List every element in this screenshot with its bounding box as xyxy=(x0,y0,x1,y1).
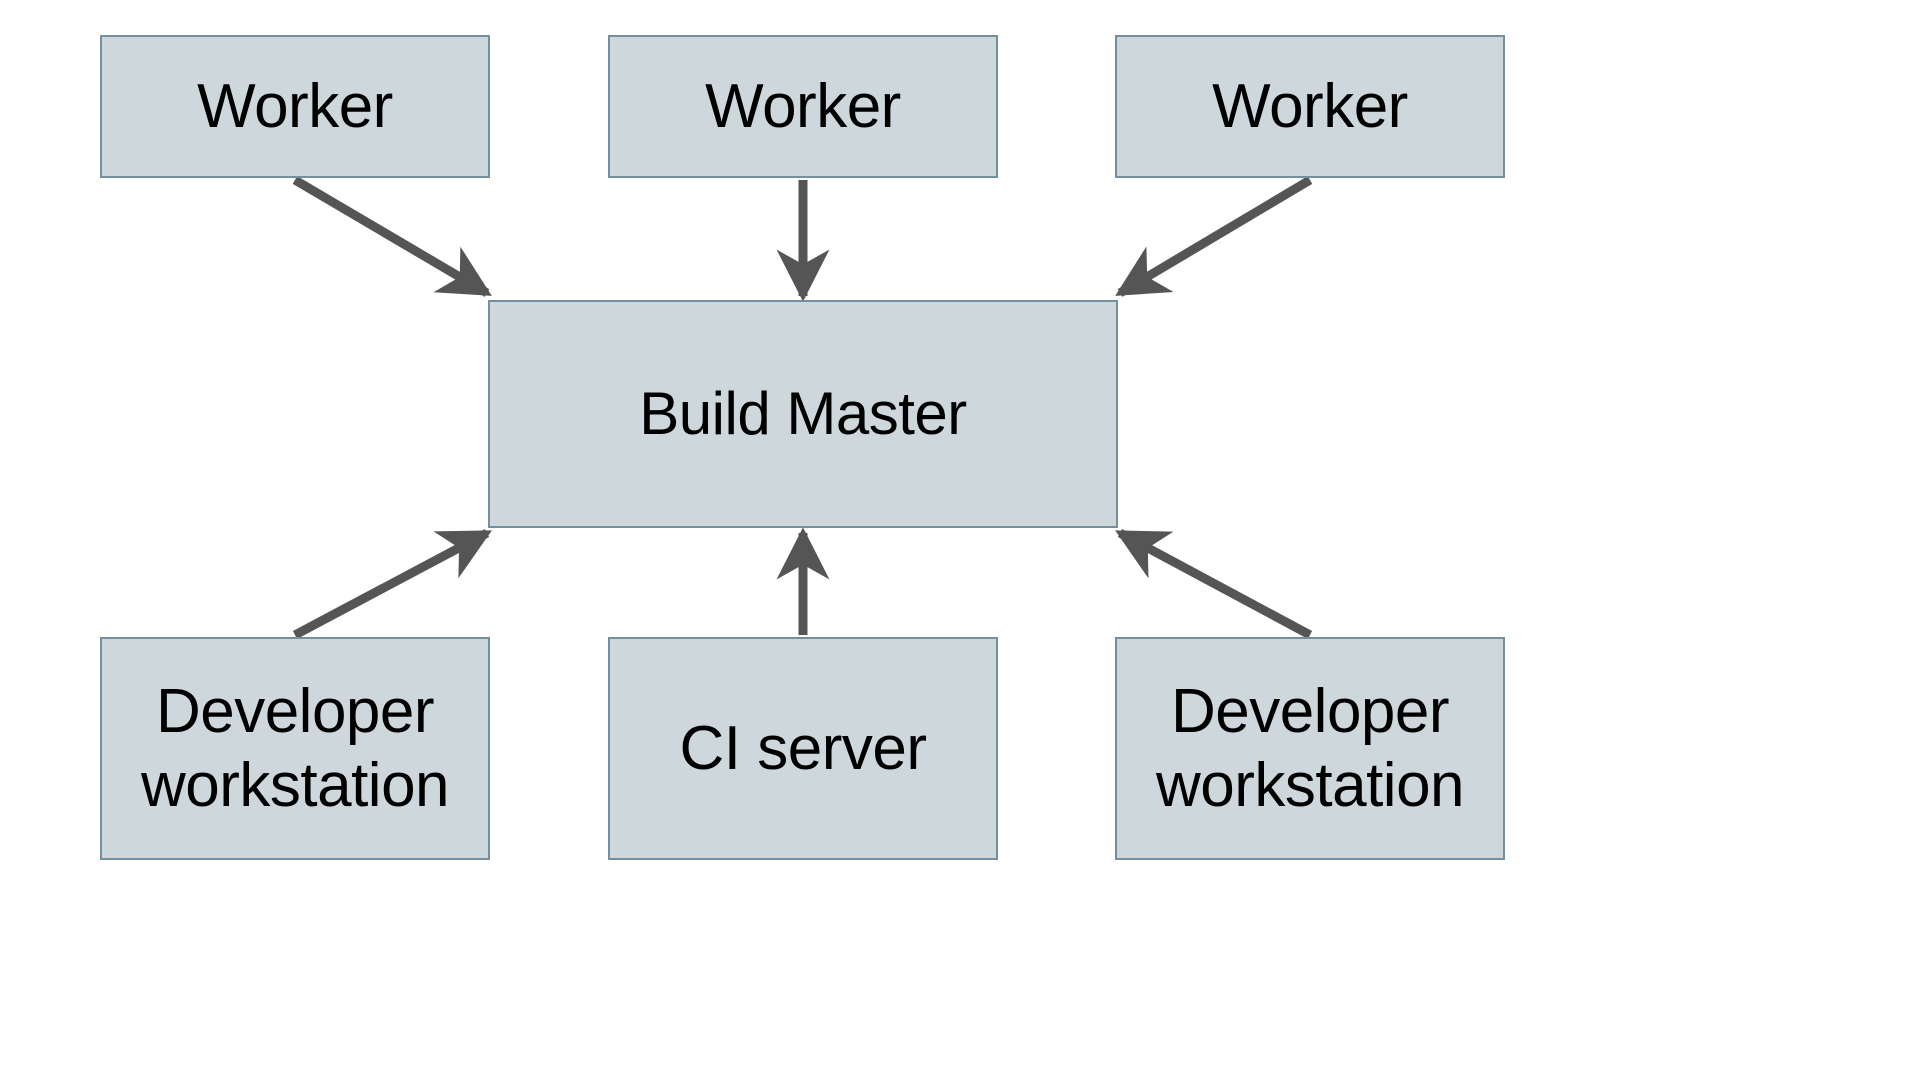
node-build-master[interactable]: Build Master xyxy=(488,300,1118,528)
edge-worker-3-to-build-master xyxy=(1115,176,1313,297)
node-ci-server[interactable]: CI server xyxy=(608,637,998,860)
node-worker-1[interactable]: Worker xyxy=(100,35,490,178)
node-dev-workstation-1[interactable]: Developer workstation xyxy=(100,637,490,860)
node-worker-2[interactable]: Worker xyxy=(608,35,998,178)
node-dev-workstation-2[interactable]: Developer workstation xyxy=(1115,637,1505,860)
edge-dev-workstation-2-to-build-master xyxy=(1115,529,1313,639)
node-worker-3[interactable]: Worker xyxy=(1115,35,1505,178)
edge-worker-1-to-build-master xyxy=(292,176,492,297)
edge-dev-workstation-1-to-build-master xyxy=(292,529,492,639)
